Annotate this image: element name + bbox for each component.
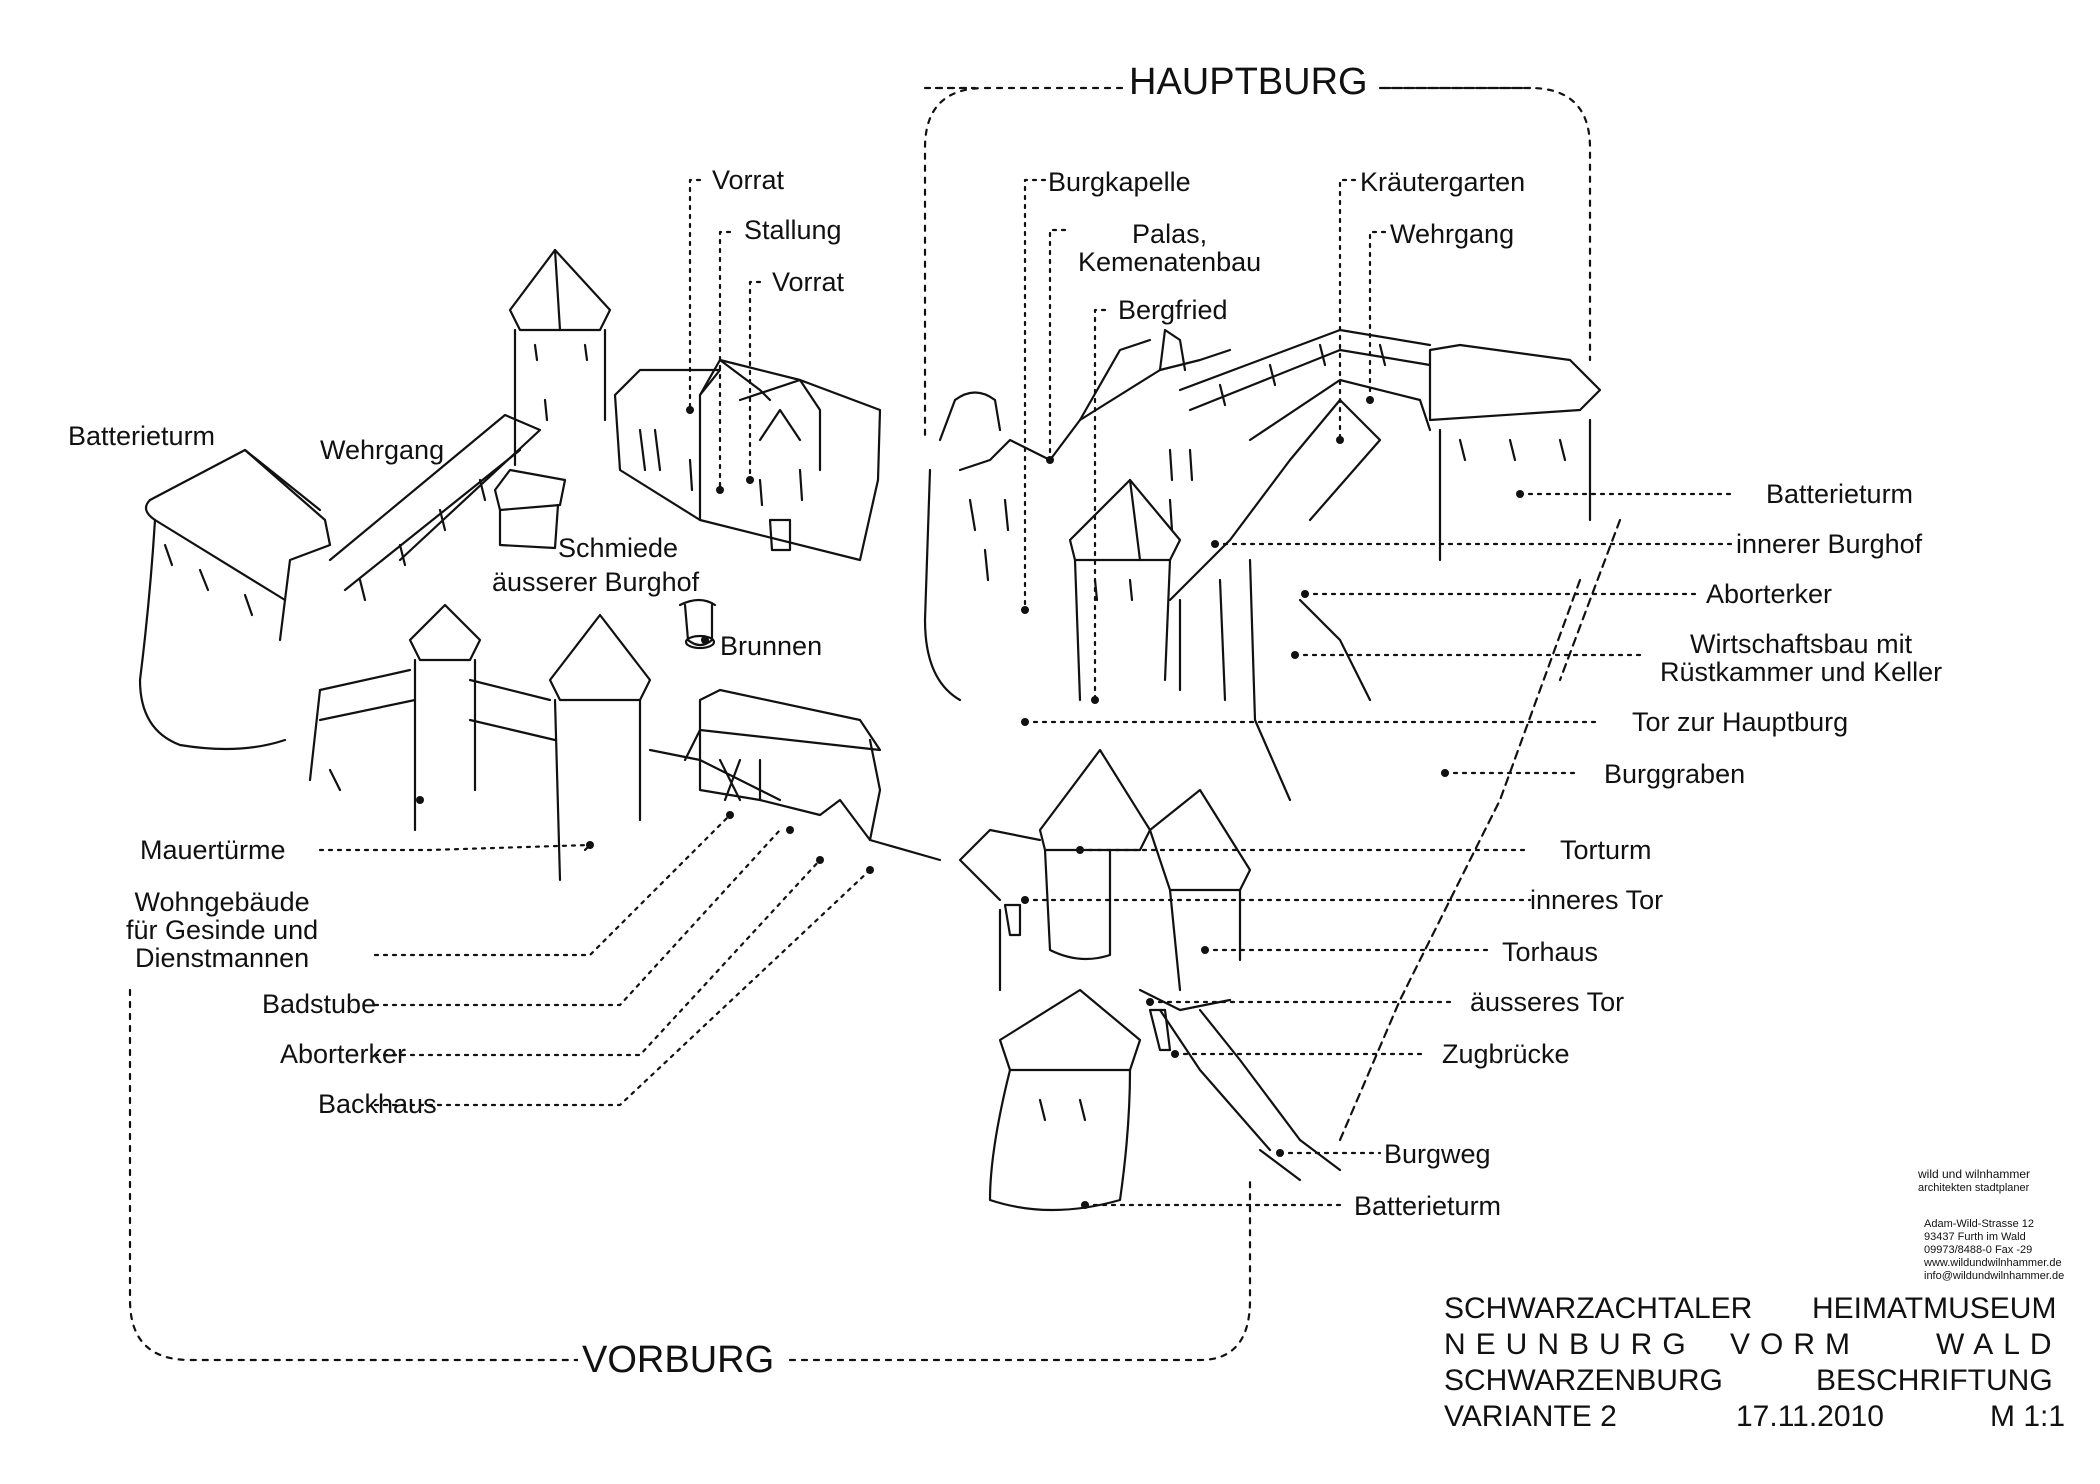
wehrgang-right	[1178, 328, 1432, 442]
title-r2-b: VORM	[1730, 1328, 1860, 1361]
label-torturm: Torturm	[1560, 835, 1652, 865]
batterieturm-left	[138, 448, 332, 751]
wohngebaeude	[683, 688, 942, 862]
label-vorrat-2: Vorrat	[772, 267, 845, 297]
label-bergfried: Bergfried	[1118, 295, 1228, 325]
leader-lines	[318, 178, 1737, 1207]
firm-name: wild und wilnhammer	[1918, 1167, 2031, 1181]
label-batterieturm-left: Batterieturm	[68, 421, 216, 451]
label-vorrat-1: Vorrat	[712, 165, 785, 195]
label-inneres-tor: inneres Tor	[1530, 885, 1664, 915]
label-backhaus: Backhaus	[318, 1089, 437, 1119]
label-aborterker-left: Aborterker	[280, 1039, 407, 1069]
title-r1-left: SCHWARZACHTALER	[1444, 1292, 1753, 1325]
title-r4-mid: 17.11.2010	[1736, 1400, 1884, 1433]
label-schmiede: Schmiede	[558, 533, 679, 563]
burgweg	[1258, 1138, 1342, 1182]
label-burgkapelle: Burgkapelle	[1048, 167, 1191, 197]
wehrgang-left	[328, 413, 542, 602]
vorrat-stallung-buildings	[613, 358, 882, 562]
title-r3-left: SCHWARZENBURG	[1444, 1364, 1723, 1397]
label-palas: Palas, Kemenatenbau	[1078, 219, 1262, 277]
bergfried-tower	[1068, 478, 1182, 702]
torturm	[958, 748, 1152, 992]
label-wehrgang-right: Wehrgang	[1390, 219, 1515, 249]
label-stallung: Stallung	[744, 215, 842, 245]
label-torhaus: Torhaus	[1502, 937, 1599, 967]
label-zugbruecke: Zugbrücke	[1442, 1039, 1570, 1069]
tall-tower-left	[508, 248, 612, 467]
label-aeusserer-burghof: äusserer Burghof	[492, 567, 700, 597]
zugbruecke	[1148, 1008, 1302, 1152]
schmiede-building	[493, 468, 567, 550]
batterieturm-right	[1428, 343, 1602, 562]
label-burgweg: Burgweg	[1384, 1139, 1491, 1169]
firm-subtitle: architekten stadtplaner	[1918, 1182, 2030, 1194]
brunnen-well	[678, 598, 717, 650]
leader-dots	[416, 396, 1524, 1209]
firm-address: Adam-Wild-Strasse 12 93437 Furth im Wald…	[1924, 1218, 2065, 1282]
label-aeusseres-tor: äusseres Tor	[1470, 987, 1625, 1017]
label-tor-hauptburg: Tor zur Hauptburg	[1632, 707, 1849, 737]
torhaus	[1138, 788, 1252, 1012]
label-aborterker-right: Aborterker	[1706, 579, 1833, 609]
title-r2-c: WALD	[1936, 1328, 2062, 1361]
label-badstube: Badstube	[262, 989, 377, 1019]
title-r4-left: VARIANTE 2	[1444, 1400, 1617, 1433]
batterieturm-front	[988, 988, 1142, 1212]
label-burggraben: Burggraben	[1604, 759, 1746, 789]
vorburg-bracket	[128, 988, 1252, 1362]
wirtschaftsbau	[1168, 398, 1382, 802]
burggraben	[1338, 518, 1622, 1142]
label-kraeutergarten: Kräutergarten	[1360, 167, 1526, 197]
label-batterieturm-right-2: Batterieturm	[1354, 1191, 1502, 1221]
title-r4-right: M 1:1	[1990, 1400, 2066, 1433]
vorburg-title: VORBURG	[578, 1340, 779, 1380]
label-wohngebaeude: Wohngebäude für Gesinde und Dienstmannen	[126, 887, 319, 973]
label-batterieturm-right-1: Batterieturm	[1766, 479, 1914, 509]
label-wirtschaftsbau: Wirtschaftsbau mit Rüstkammer und Keller	[1660, 629, 1943, 687]
title-r2-a: NEUNBURG	[1444, 1328, 1696, 1361]
title-r3-right: BESCHRIFTUNG	[1816, 1364, 2053, 1397]
palas-kemenatenbau	[923, 328, 1232, 702]
hauptburg-title: HAUPTBURG	[1125, 62, 1372, 102]
label-brunnen: Brunnen	[720, 631, 823, 661]
label-wehrgang-left: Wehrgang	[320, 435, 445, 465]
label-innerer-burghof: innerer Burghof	[1736, 529, 1923, 559]
title-r1-right: HEIMATMUSEUM	[1812, 1292, 2057, 1325]
hauptburg-bracket-left	[923, 86, 1124, 442]
label-mauertuerme: Mauertürme	[140, 835, 286, 865]
